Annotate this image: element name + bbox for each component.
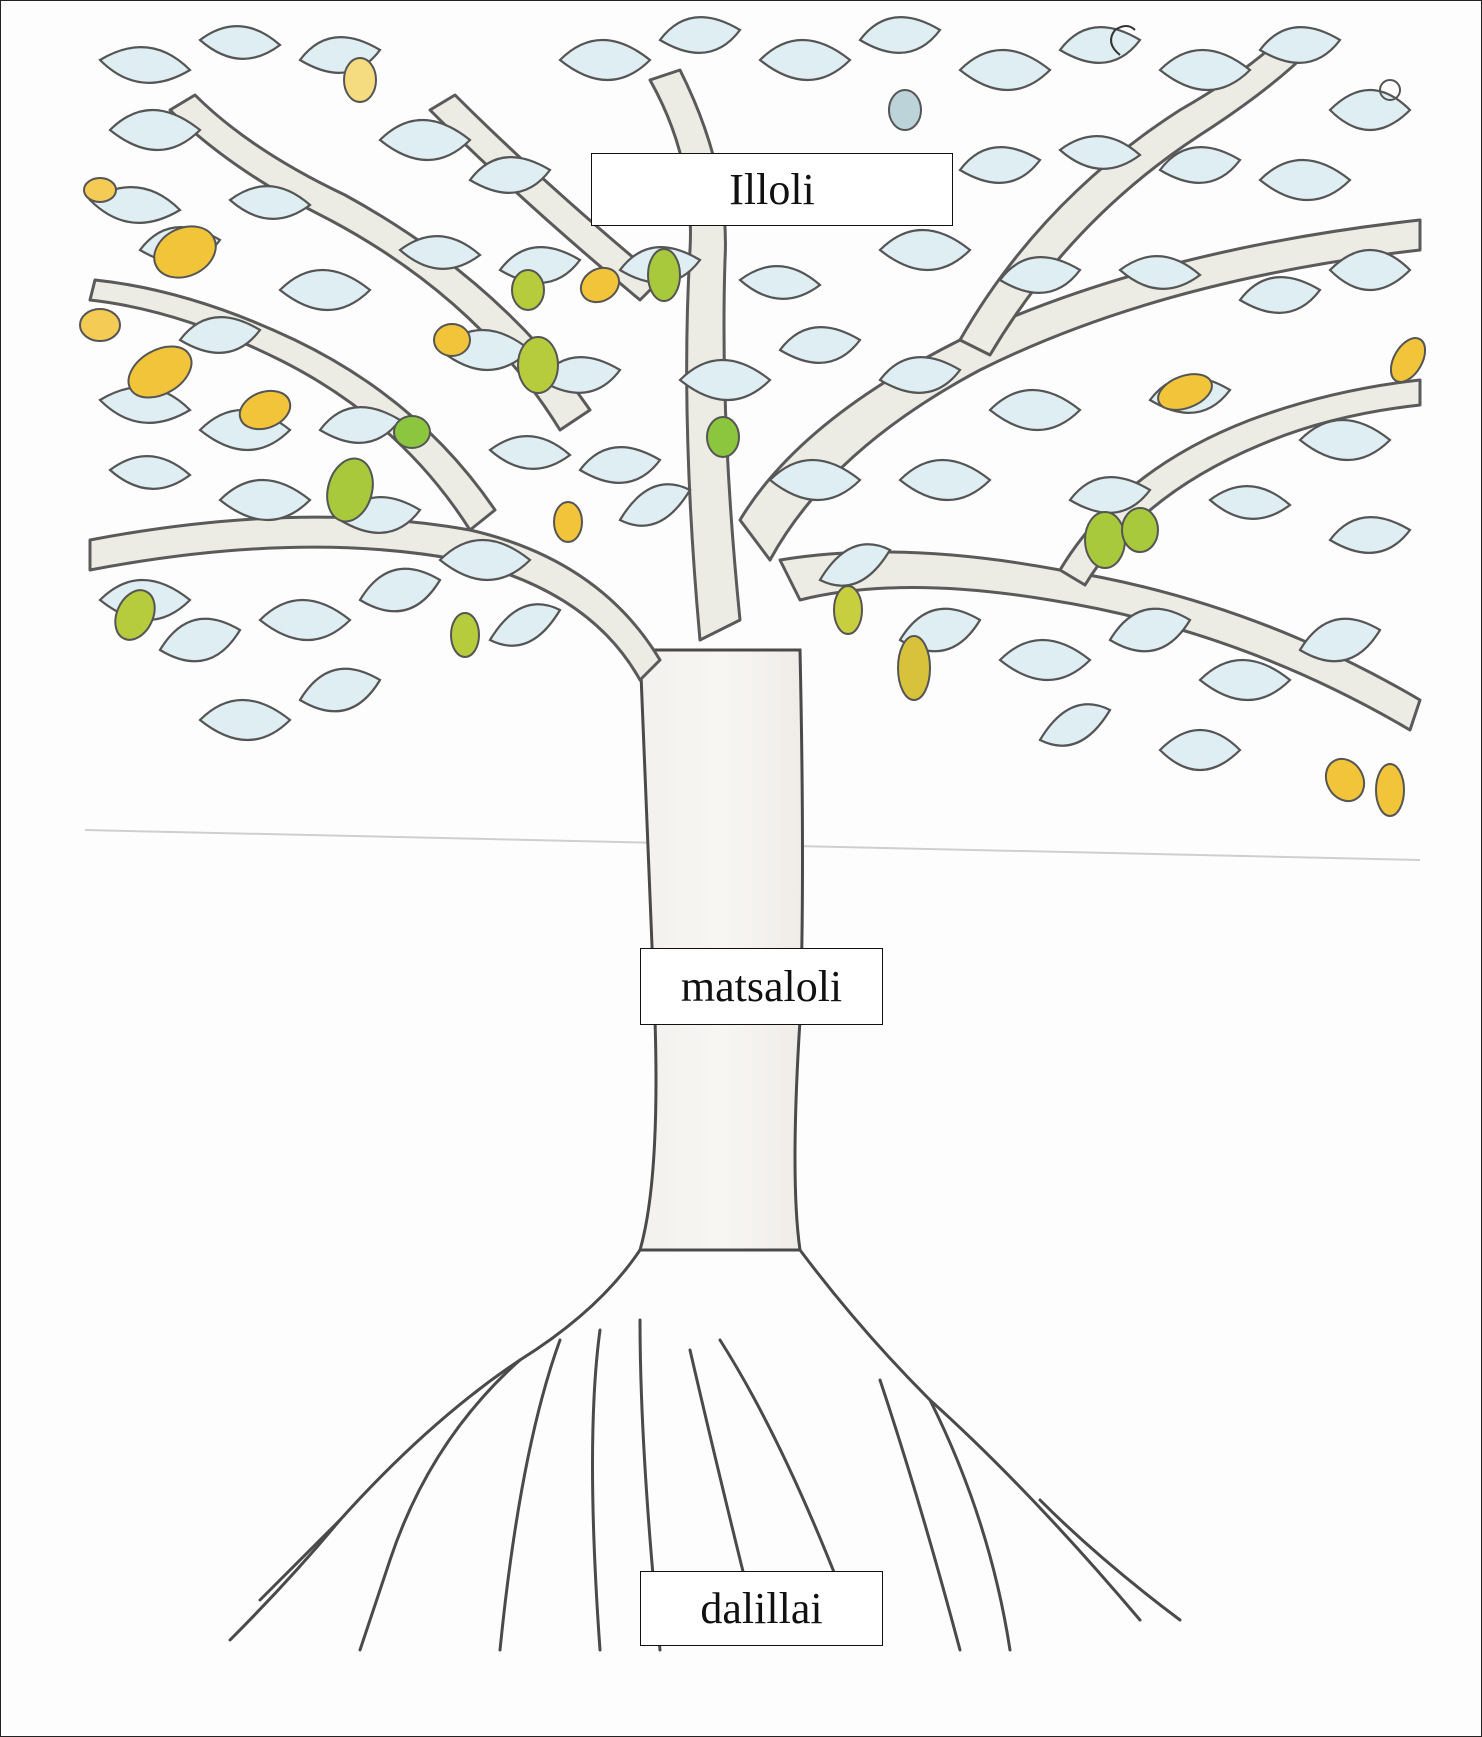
roots-label: dalillai xyxy=(640,1571,883,1646)
crown-label: Illoli xyxy=(591,153,953,226)
trunk-label: matsaloli xyxy=(640,948,883,1025)
